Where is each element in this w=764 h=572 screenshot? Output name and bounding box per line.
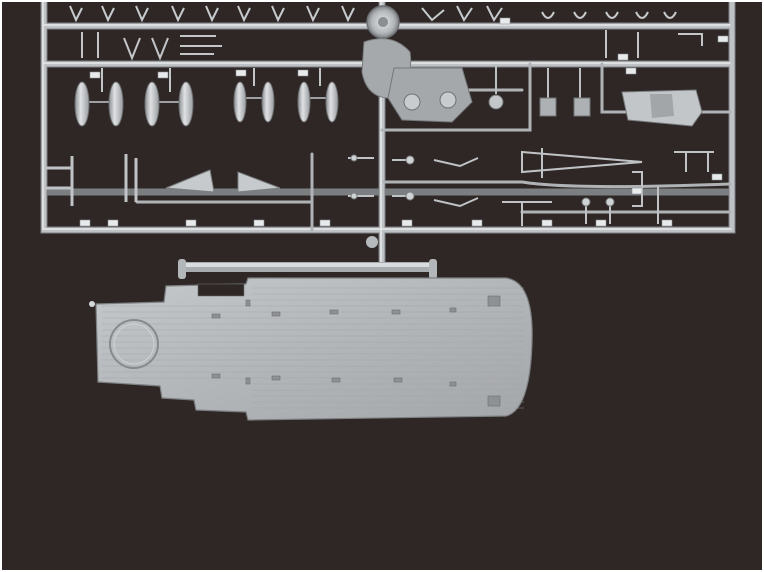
sprue-frame <box>40 2 736 279</box>
middle-left-parts <box>46 154 281 206</box>
strut-parts <box>81 30 703 61</box>
landing-gear-wheels <box>74 68 339 127</box>
top-row-parts <box>69 5 677 23</box>
sprue-knobs <box>350 154 615 207</box>
flight-deck-part <box>89 277 533 421</box>
deck-plank-lines <box>102 287 524 409</box>
part-number-tags <box>79 17 729 227</box>
middle-right-parts <box>348 148 714 226</box>
upper-right-parts <box>387 64 703 127</box>
